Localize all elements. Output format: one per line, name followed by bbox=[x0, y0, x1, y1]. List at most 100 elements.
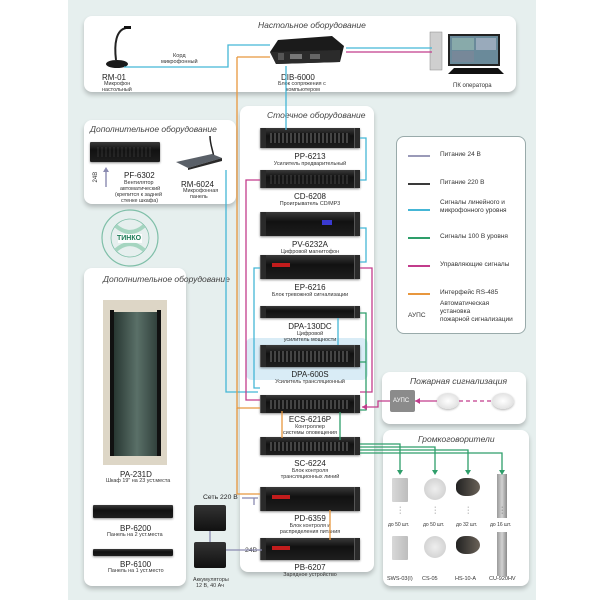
voltage-24v-arrow bbox=[103, 167, 109, 187]
bp-6200-model: BP-6200 bbox=[120, 524, 152, 533]
aups-label: АУПС bbox=[393, 398, 410, 404]
pf-6302-desc-2: автоматический bbox=[120, 186, 161, 192]
wire-100v-spk2 bbox=[360, 446, 436, 470]
legend-label: Сигналы линейного и bbox=[440, 199, 505, 206]
bp-6100-desc: Панель на 1 уст.место bbox=[108, 568, 164, 574]
mic-cord-label-2: микрофонный bbox=[161, 59, 198, 65]
rack-desc-label: Блок контроля bbox=[291, 468, 329, 474]
rack-model-label: EP-6216 bbox=[294, 283, 326, 292]
legend-label: Интерфейс RS-485 bbox=[440, 289, 499, 296]
rack-device-dpa-600s bbox=[260, 345, 360, 367]
rack-device-dpa-130dc bbox=[260, 306, 360, 318]
rack-model-label: PD-6359 bbox=[294, 514, 326, 523]
legend-item: Сигналы 100 В уровня bbox=[396, 230, 536, 244]
legend-item: Интерфейс RS-485 bbox=[396, 286, 536, 300]
speaker-qty: до 50 шт. bbox=[388, 522, 410, 528]
wire-100v-spk1 bbox=[360, 443, 401, 470]
pa-231d-desc: Шкаф 19" на 23 уст.места bbox=[106, 478, 171, 484]
aups-box bbox=[390, 390, 415, 412]
legend-line-swatch bbox=[408, 237, 430, 239]
legend-abbr-desc: установка bbox=[440, 308, 471, 315]
pf-6302-desc-3: (крепится к задней bbox=[115, 192, 163, 198]
additional-equipment-left-title-1: Дополнительное оборудование bbox=[103, 274, 230, 284]
bp-6100-model: BP-6100 bbox=[120, 560, 152, 569]
fire-alarm-title: Пожарная сигнализация bbox=[410, 376, 508, 386]
rack-desc-label: системы оповещения bbox=[283, 430, 337, 436]
smoke-detector-icon-2 bbox=[492, 393, 514, 409]
battery-desc-1: Аккумуляторы bbox=[193, 577, 229, 583]
legend-item: Питание 24 В bbox=[396, 148, 536, 162]
speakers-title: Громкоговорители bbox=[418, 434, 495, 444]
rack-model-label: DPA-600S bbox=[291, 370, 329, 379]
rack-device-pv-6232a bbox=[260, 212, 360, 236]
bp-6100-panel-icon bbox=[93, 549, 173, 556]
speaker-ellipsis: ··· bbox=[434, 504, 437, 517]
rack-desc-label: Цифровой bbox=[296, 331, 324, 337]
rack-model-label: PV-6232A bbox=[291, 240, 329, 249]
rack-desc-label: Блок тревожной сигнализации bbox=[271, 292, 349, 298]
legend-line-swatch bbox=[408, 183, 430, 185]
wire-24v bbox=[209, 498, 262, 551]
rack-desc-label: Усилитель предварительный bbox=[273, 161, 347, 167]
rack-desc-label: Блок контроля и bbox=[289, 523, 331, 529]
arrow-spk3 bbox=[465, 470, 471, 475]
rack-model-label: PB-6207 bbox=[294, 563, 326, 572]
rack-desc-label: распределения питания bbox=[279, 529, 341, 535]
rm-6024-desc-1: Микрофонная bbox=[183, 188, 219, 194]
wire-pp-cd bbox=[360, 137, 367, 181]
pa-231d-cabinet-icon bbox=[103, 300, 167, 465]
arrow-spk2 bbox=[432, 470, 438, 475]
tinko-stamp bbox=[100, 208, 160, 268]
bp-6200-panel-icon bbox=[93, 505, 173, 518]
speaker-model: HS-10-A bbox=[455, 576, 477, 582]
legend-abbr-desc: пожарной сигнализации bbox=[440, 316, 513, 323]
wire-100v-spk4 bbox=[360, 452, 503, 470]
pf-6302-fan-device bbox=[90, 142, 160, 162]
speaker-qty: до 16 шт. bbox=[490, 522, 512, 528]
rack-desc-label: трансляционных линий bbox=[280, 474, 340, 480]
wire-rs485-pd bbox=[236, 408, 260, 495]
legend-line-swatch bbox=[408, 293, 430, 295]
rack-desc-label: Цифровой магнитофон bbox=[280, 249, 340, 255]
legend-line-swatch bbox=[408, 155, 430, 157]
rack-desc-label: Проигрыватель CD/MP3 bbox=[279, 201, 341, 207]
arrow-spk1 bbox=[397, 470, 403, 475]
rack-desc-label: Зарядное устройство bbox=[283, 572, 337, 578]
speaker-cu-920hv-icon bbox=[497, 532, 507, 576]
additional-equipment-top-title: Дополнительное оборудование bbox=[90, 124, 217, 134]
operator-pc-icon bbox=[428, 30, 508, 74]
dib-6000-desc-1: Блок сопряжения с bbox=[278, 81, 326, 87]
rack-desc-label: Усилитель трансляционный bbox=[275, 379, 345, 385]
speaker-ellipsis: ··· bbox=[501, 504, 504, 517]
speaker-qty: до 32 шт. bbox=[456, 522, 478, 528]
rack-device-sc-6224 bbox=[260, 437, 360, 455]
rack-model-label: DPA-130DC bbox=[288, 322, 332, 331]
rack-model-label: ECS-6216P bbox=[288, 415, 332, 424]
pf-6302-model: PF-6302 bbox=[124, 171, 155, 180]
rack-equipment-title: Стоечное оборудование bbox=[267, 110, 366, 120]
arrow-aups bbox=[415, 398, 420, 404]
legend-label: микрофонного уровня bbox=[440, 207, 507, 214]
speaker-hs-10-a-icon bbox=[456, 536, 480, 554]
legend-line-swatch bbox=[408, 209, 430, 211]
stamp-brand: ТИНКО bbox=[117, 235, 142, 242]
wire-mic-cord bbox=[124, 44, 270, 68]
wire-ep-ecs bbox=[253, 267, 260, 389]
dib-6000-device bbox=[270, 36, 346, 66]
speaker-qty: до 50 шт. bbox=[423, 522, 445, 528]
battery-icon-2 bbox=[194, 542, 226, 568]
battery-desc-2: 12 В, 40 Ач bbox=[196, 583, 224, 589]
rack-device-pp-6213 bbox=[260, 128, 360, 148]
pf-6302-desc-1: Вентилятор bbox=[124, 180, 154, 186]
rack-model-label: SC-6224 bbox=[294, 459, 326, 468]
rm01-desc-1: Микрофон bbox=[104, 81, 131, 87]
desktop-equipment-title: Настольное оборудование bbox=[258, 20, 366, 30]
speaker-sws-03i-icon bbox=[392, 478, 408, 502]
legend-abbr: АУПС bbox=[408, 312, 426, 319]
legend-abbr-desc: Автоматическая bbox=[440, 300, 490, 307]
speaker-cs-05-icon bbox=[424, 536, 446, 558]
mains-220v-label: Сеть 220 В bbox=[203, 494, 238, 501]
